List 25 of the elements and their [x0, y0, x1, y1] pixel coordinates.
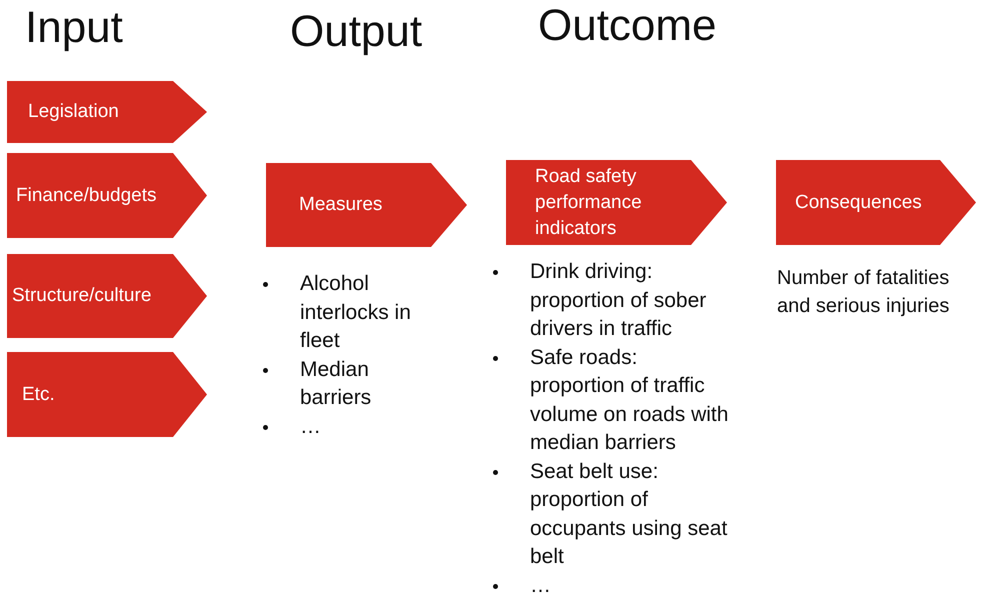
- outcome-note: Number of fatalities and serious injuries: [777, 266, 950, 319]
- chevron-box: [266, 163, 467, 247]
- bullet-text: Drink driving: proportion of sober drivers in traffic: [530, 259, 708, 342]
- chevron-box: [7, 254, 207, 338]
- bullet-text: …: [530, 572, 552, 598]
- bullet-text: Median barriers: [300, 356, 372, 411]
- column-heading: Output: [290, 10, 422, 54]
- chevron-label: Finance/budgets: [16, 184, 158, 208]
- bullet-text: Alcohol interlocks in fleet: [300, 271, 412, 354]
- column-heading: Outcome: [538, 4, 717, 48]
- chevron-box: [776, 160, 976, 245]
- chevron-box: [7, 352, 207, 437]
- chevron-label: Measures: [299, 193, 384, 217]
- chevron-box: [7, 81, 207, 143]
- chevron-box: [7, 153, 207, 238]
- chevron-label: Road safety performance indicators: [535, 164, 643, 240]
- chevron-box: [506, 160, 727, 245]
- bullet-text: Seat belt use: proportion of occupants using seat belt: [530, 458, 728, 570]
- chevron-label: Etc.: [22, 382, 56, 406]
- chevron-label: Legislation: [28, 100, 120, 124]
- chevron-label: Consequences: [795, 190, 923, 214]
- column-heading: Input: [25, 6, 123, 50]
- bullet-text: Safe roads: proportion of traffic volume on roads with median barriers: [530, 344, 730, 456]
- chevron-label: Structure/culture: [12, 284, 152, 308]
- bullet-text: …: [300, 414, 322, 440]
